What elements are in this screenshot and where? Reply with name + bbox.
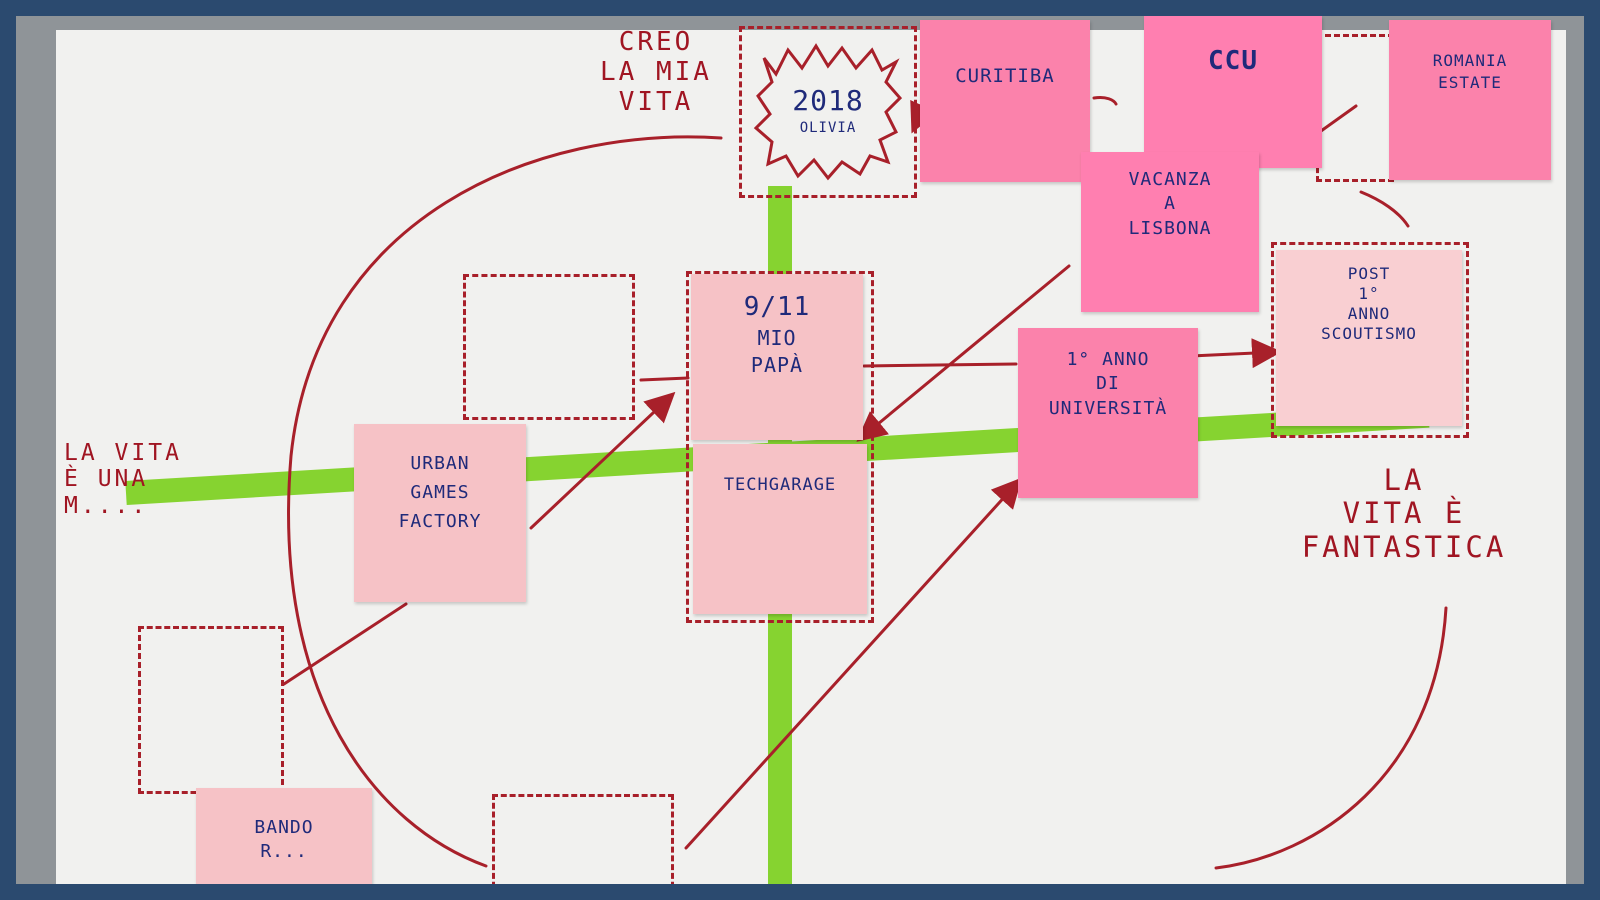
sticky-note-papa: 9/11 MIO PAPÀ [691,274,863,440]
sticky-note-romania: ROMANIA ESTATE [1389,20,1551,180]
sticky-note-scoutismo: POST 1° ANNO SCOUTISMO [1276,250,1462,426]
sticky-note-ccu: CCU [1144,16,1322,168]
sticky-note-olivia: 2018 OLIVIA [792,83,864,137]
dashed-placeholder-top-right [1316,34,1394,182]
loop-curve-right [1214,606,1448,870]
dashed-placeholder-bottom-left [138,626,284,794]
sticky-note-lisbona: VACANZA A LISBONA [1081,152,1259,312]
arrow-universita-to-scoutismo [1189,338,1282,369]
line-box-to-papa [639,376,690,382]
marker-drawings [282,43,1448,870]
arrow-box-to-urban [282,602,408,686]
tick-curitiba-ccu [1092,96,1118,106]
heading-la-vita-e-una-m: LA VITA È UNA M.... [64,440,182,519]
arrow-urban-to-papa [529,391,676,530]
arrow-papa-to-universita [862,362,1018,368]
dashed-frame-papa-techgarage [686,271,874,623]
sticky-note-bando: BANDO R... [196,788,372,884]
squiggle-top-right [1359,190,1410,228]
sticky-note-techgarage: TECHGARAGE [693,444,867,614]
heading-la-vita-e-fantastica: LA VITA È FANTASTICA [1301,463,1507,564]
dashed-frame-olivia [739,26,917,198]
sticky-note-curitiba: CURITIBA [920,20,1090,182]
sticky-note-universita: 1° ANNO DI UNIVERSITÀ [1018,328,1198,498]
photo-frame: CREO LA MIA VITA LA VITA È UNA M.... LA … [16,16,1584,884]
arrow-lisbona-to-papa [856,264,1071,442]
sticky-note-urban-games-factory: URBAN GAMES FACTORY [354,424,526,602]
loop-curve-left [287,135,723,868]
arrow-bottom-to-universita [684,477,1023,850]
tick-ccu-romania [1319,104,1358,133]
dashed-placeholder-bottom-center [492,794,674,884]
dashed-placeholder-top-left [463,274,635,420]
heading-creo-la-mia-vita: CREO LA MIA VITA [600,27,712,117]
dashed-frame-scoutismo [1271,242,1469,438]
wavy-frame-olivia [753,43,903,181]
